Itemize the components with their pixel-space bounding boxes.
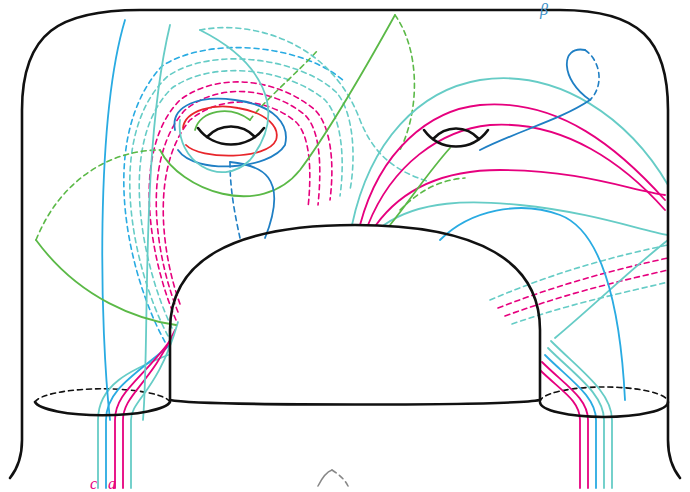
curve-label: β (540, 2, 548, 18)
curve-label: c (90, 476, 97, 492)
curve-label: a (108, 476, 116, 492)
